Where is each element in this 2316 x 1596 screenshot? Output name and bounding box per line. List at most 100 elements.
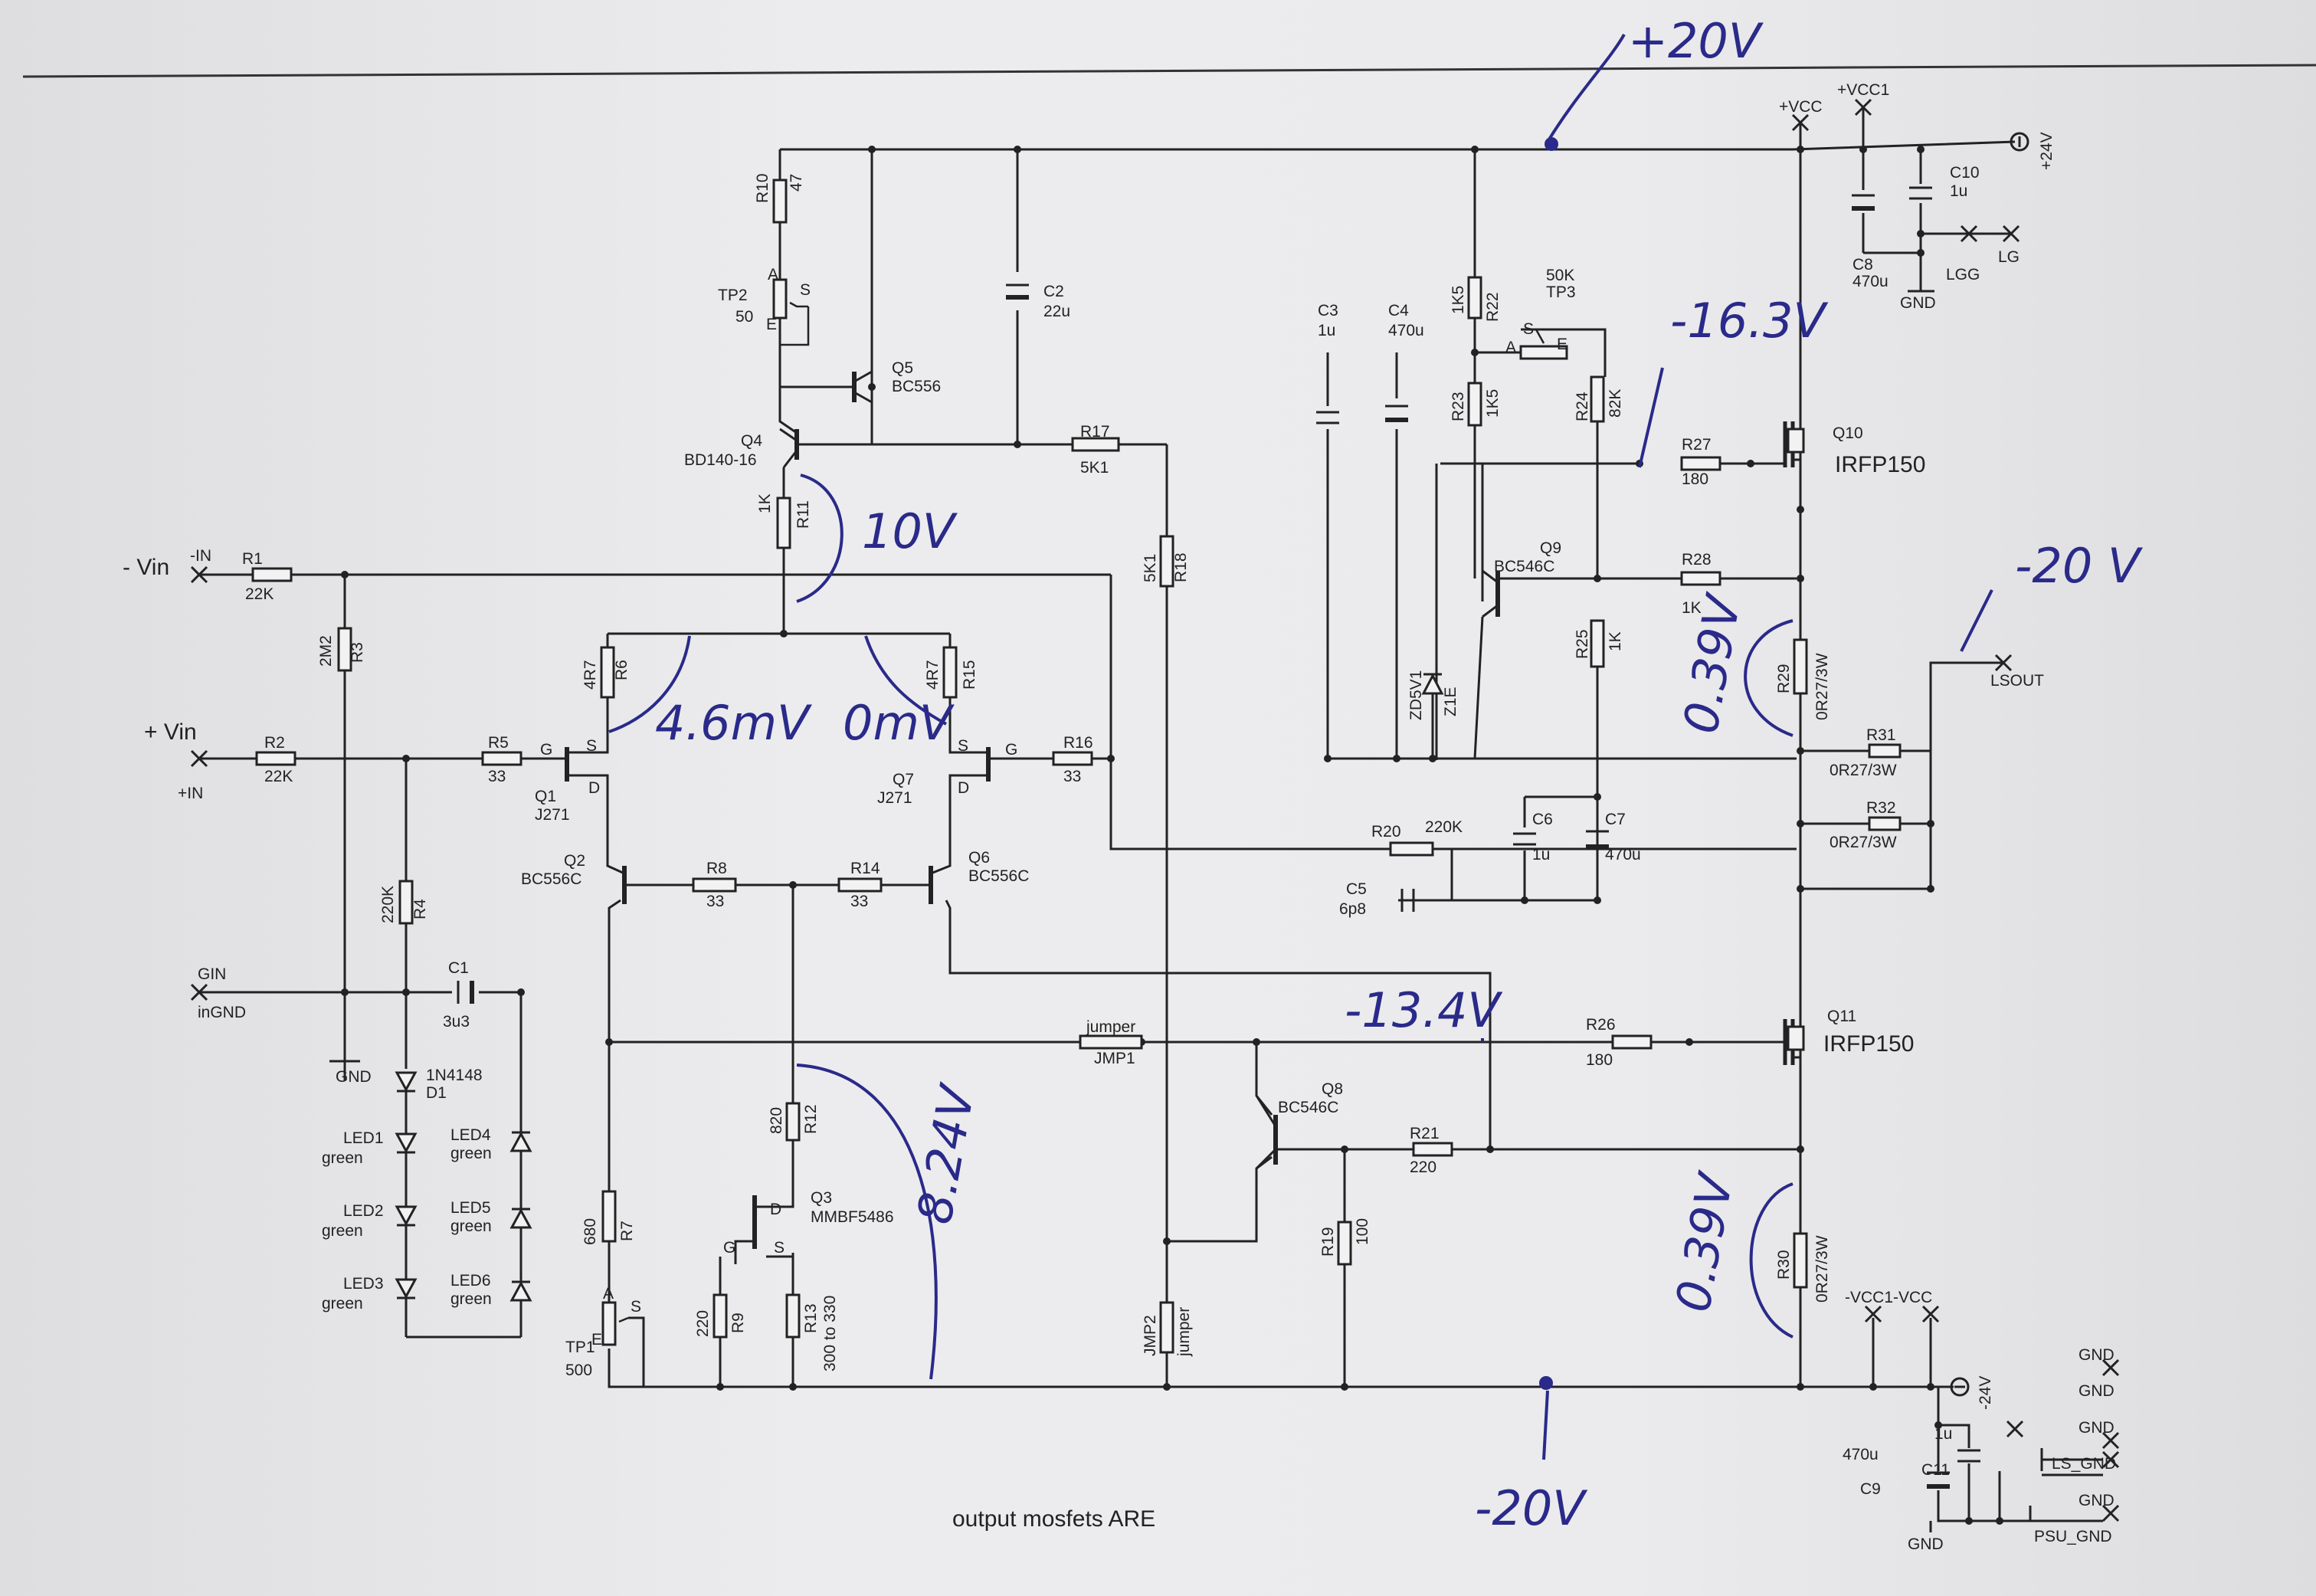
terminal-x-icon: [1960, 224, 1978, 243]
arrow-r29: [1744, 619, 1794, 737]
label-r27-value: 180: [1682, 470, 1708, 488]
label-tp3-value: 50K: [1546, 267, 1574, 284]
resistor-r6: [600, 646, 615, 699]
label-r15-ref: R15: [961, 660, 978, 690]
label-neg24v: -24V: [1977, 1376, 1994, 1410]
label-vcc: +VCC: [1779, 98, 1823, 116]
pin-tp1-s: S: [631, 1298, 641, 1316]
arrow-r15: [864, 635, 947, 726]
label-c4-ref: C4: [1388, 302, 1409, 320]
capacitor-c3: [1316, 411, 1339, 424]
resistor-r13: [785, 1293, 801, 1339]
terminal-x-icon: [2101, 1358, 2120, 1377]
label-q7-ref: Q7: [893, 771, 914, 788]
annotation-q11-gate: -13.4V: [1345, 982, 1503, 1038]
resistor-r17: [1071, 437, 1120, 452]
label-r10-ref: R10: [754, 173, 771, 203]
label-r10-value: 47: [788, 174, 805, 192]
label-gnd-d: GND: [2079, 1492, 2115, 1509]
label-q3-ref: Q3: [811, 1189, 832, 1207]
label-c7-ref: C7: [1605, 811, 1626, 828]
terminal-x-icon: [1854, 98, 1872, 116]
resistor-r25: [1590, 619, 1605, 668]
label-lgg: LGG: [1946, 266, 1980, 283]
resistor-r11: [776, 496, 791, 549]
capacitor-c6: [1513, 832, 1536, 846]
capacitor-c10: [1909, 186, 1932, 200]
label-r7-ref: R7: [618, 1221, 636, 1241]
net-labels: - Vin -IN + Vin +IN GIN inGND GND +VCC +…: [123, 81, 2116, 1553]
label-vin-pos: + Vin: [144, 719, 197, 745]
label-r28-value: 1K: [1682, 599, 1702, 617]
label-r11-ref: R11: [794, 500, 812, 529]
label-r16-value: 33: [1063, 768, 1081, 785]
label-r13-value: 300 to 330: [821, 1296, 839, 1372]
resistor-r4: [398, 880, 414, 925]
annotation-r15-drop: 0mV: [843, 695, 955, 751]
label-r32-value: 0R27/3W: [1830, 834, 1897, 851]
transistor-q9: [1482, 569, 1500, 618]
label-c5-value: 6p8: [1339, 900, 1366, 918]
label-in-pos: +IN: [178, 785, 203, 802]
label-r26-value: 180: [1586, 1051, 1613, 1069]
label-gnd-top: GND: [1900, 294, 1936, 312]
annotation-q10-gate: -16.3V: [1670, 293, 1829, 349]
transistor-q4: [779, 428, 799, 468]
resistor-r7: [601, 1190, 617, 1243]
label-tp1-ref: TP1: [565, 1339, 595, 1356]
label-zd5v1-value: Z1E: [1442, 687, 1459, 716]
label-r7-value: 680: [581, 1218, 599, 1245]
label-r32-ref: R32: [1866, 799, 1896, 817]
pin-tp1-a: A: [603, 1285, 614, 1303]
mosfet-q10: [1783, 421, 1805, 467]
arrow-r30: [1749, 1182, 1794, 1339]
terminal-x-icon: [2101, 1450, 2120, 1469]
terminal-x-icon: [2002, 224, 2020, 243]
pin-labels: G S D G S D D G S A S E A S E A S E: [540, 266, 1567, 1349]
label-tp3-ref: TP3: [1546, 283, 1576, 301]
label-r3-ref: R3: [349, 642, 366, 663]
pin-tp3-e: E: [1557, 336, 1567, 353]
label-r21-ref: R21: [1410, 1125, 1440, 1142]
transistor-q1: [552, 747, 609, 789]
label-gnd: GND: [336, 1068, 372, 1086]
terminal-x-icon: [1864, 1305, 1882, 1323]
label-vin-neg: - Vin: [123, 555, 169, 580]
label-led2-ref: LED2: [343, 1202, 384, 1220]
resistor-r21: [1412, 1142, 1453, 1157]
transistors: [552, 370, 1805, 1249]
capacitor-c7: [1586, 830, 1609, 849]
resistor-r28: [1680, 571, 1721, 586]
arrow-rail-neg-top: [1960, 589, 1993, 652]
label-r2-value: 22K: [264, 768, 293, 785]
label-r5-value: 33: [488, 768, 506, 785]
resistor-r27: [1680, 456, 1721, 471]
label-led2-value: green: [322, 1222, 363, 1240]
label-c10-ref: C10: [1950, 164, 1980, 182]
label-r23-ref: R23: [1450, 392, 1467, 421]
label-r31-value: 0R27/3W: [1830, 762, 1897, 779]
label-c1-value: 3u3: [443, 1013, 470, 1031]
led-led1: [395, 1132, 418, 1154]
resistor-r24: [1590, 375, 1605, 423]
label-q11-ref: Q11: [1827, 1008, 1856, 1025]
label-q3-value: MMBF5486: [811, 1208, 894, 1226]
jumper-jmp2: [1159, 1301, 1174, 1354]
resistor-r15: [942, 646, 958, 699]
capacitor-c9: [1927, 1471, 1950, 1489]
label-r18-ref: R18: [1172, 552, 1190, 582]
label-c11-ref: C11: [1921, 1461, 1950, 1479]
led-led4: [509, 1131, 532, 1152]
zener-zd5v1: [1421, 673, 1444, 695]
label-gnd-b: GND: [2079, 1382, 2115, 1400]
resistor-r30: [1793, 1232, 1808, 1289]
label-r11-value: 1K: [756, 493, 774, 513]
label-ls-gnd: LS_GND: [2052, 1455, 2116, 1473]
pin-tp2-a: A: [768, 266, 778, 283]
annotation-q3-drop: 8.24V: [906, 1079, 986, 1228]
label-c1-ref: C1: [448, 959, 469, 977]
annotation-rail-neg: -20V: [1475, 1480, 1588, 1536]
resistor-r16: [1052, 751, 1093, 766]
label-r9-value: 220: [694, 1310, 712, 1337]
